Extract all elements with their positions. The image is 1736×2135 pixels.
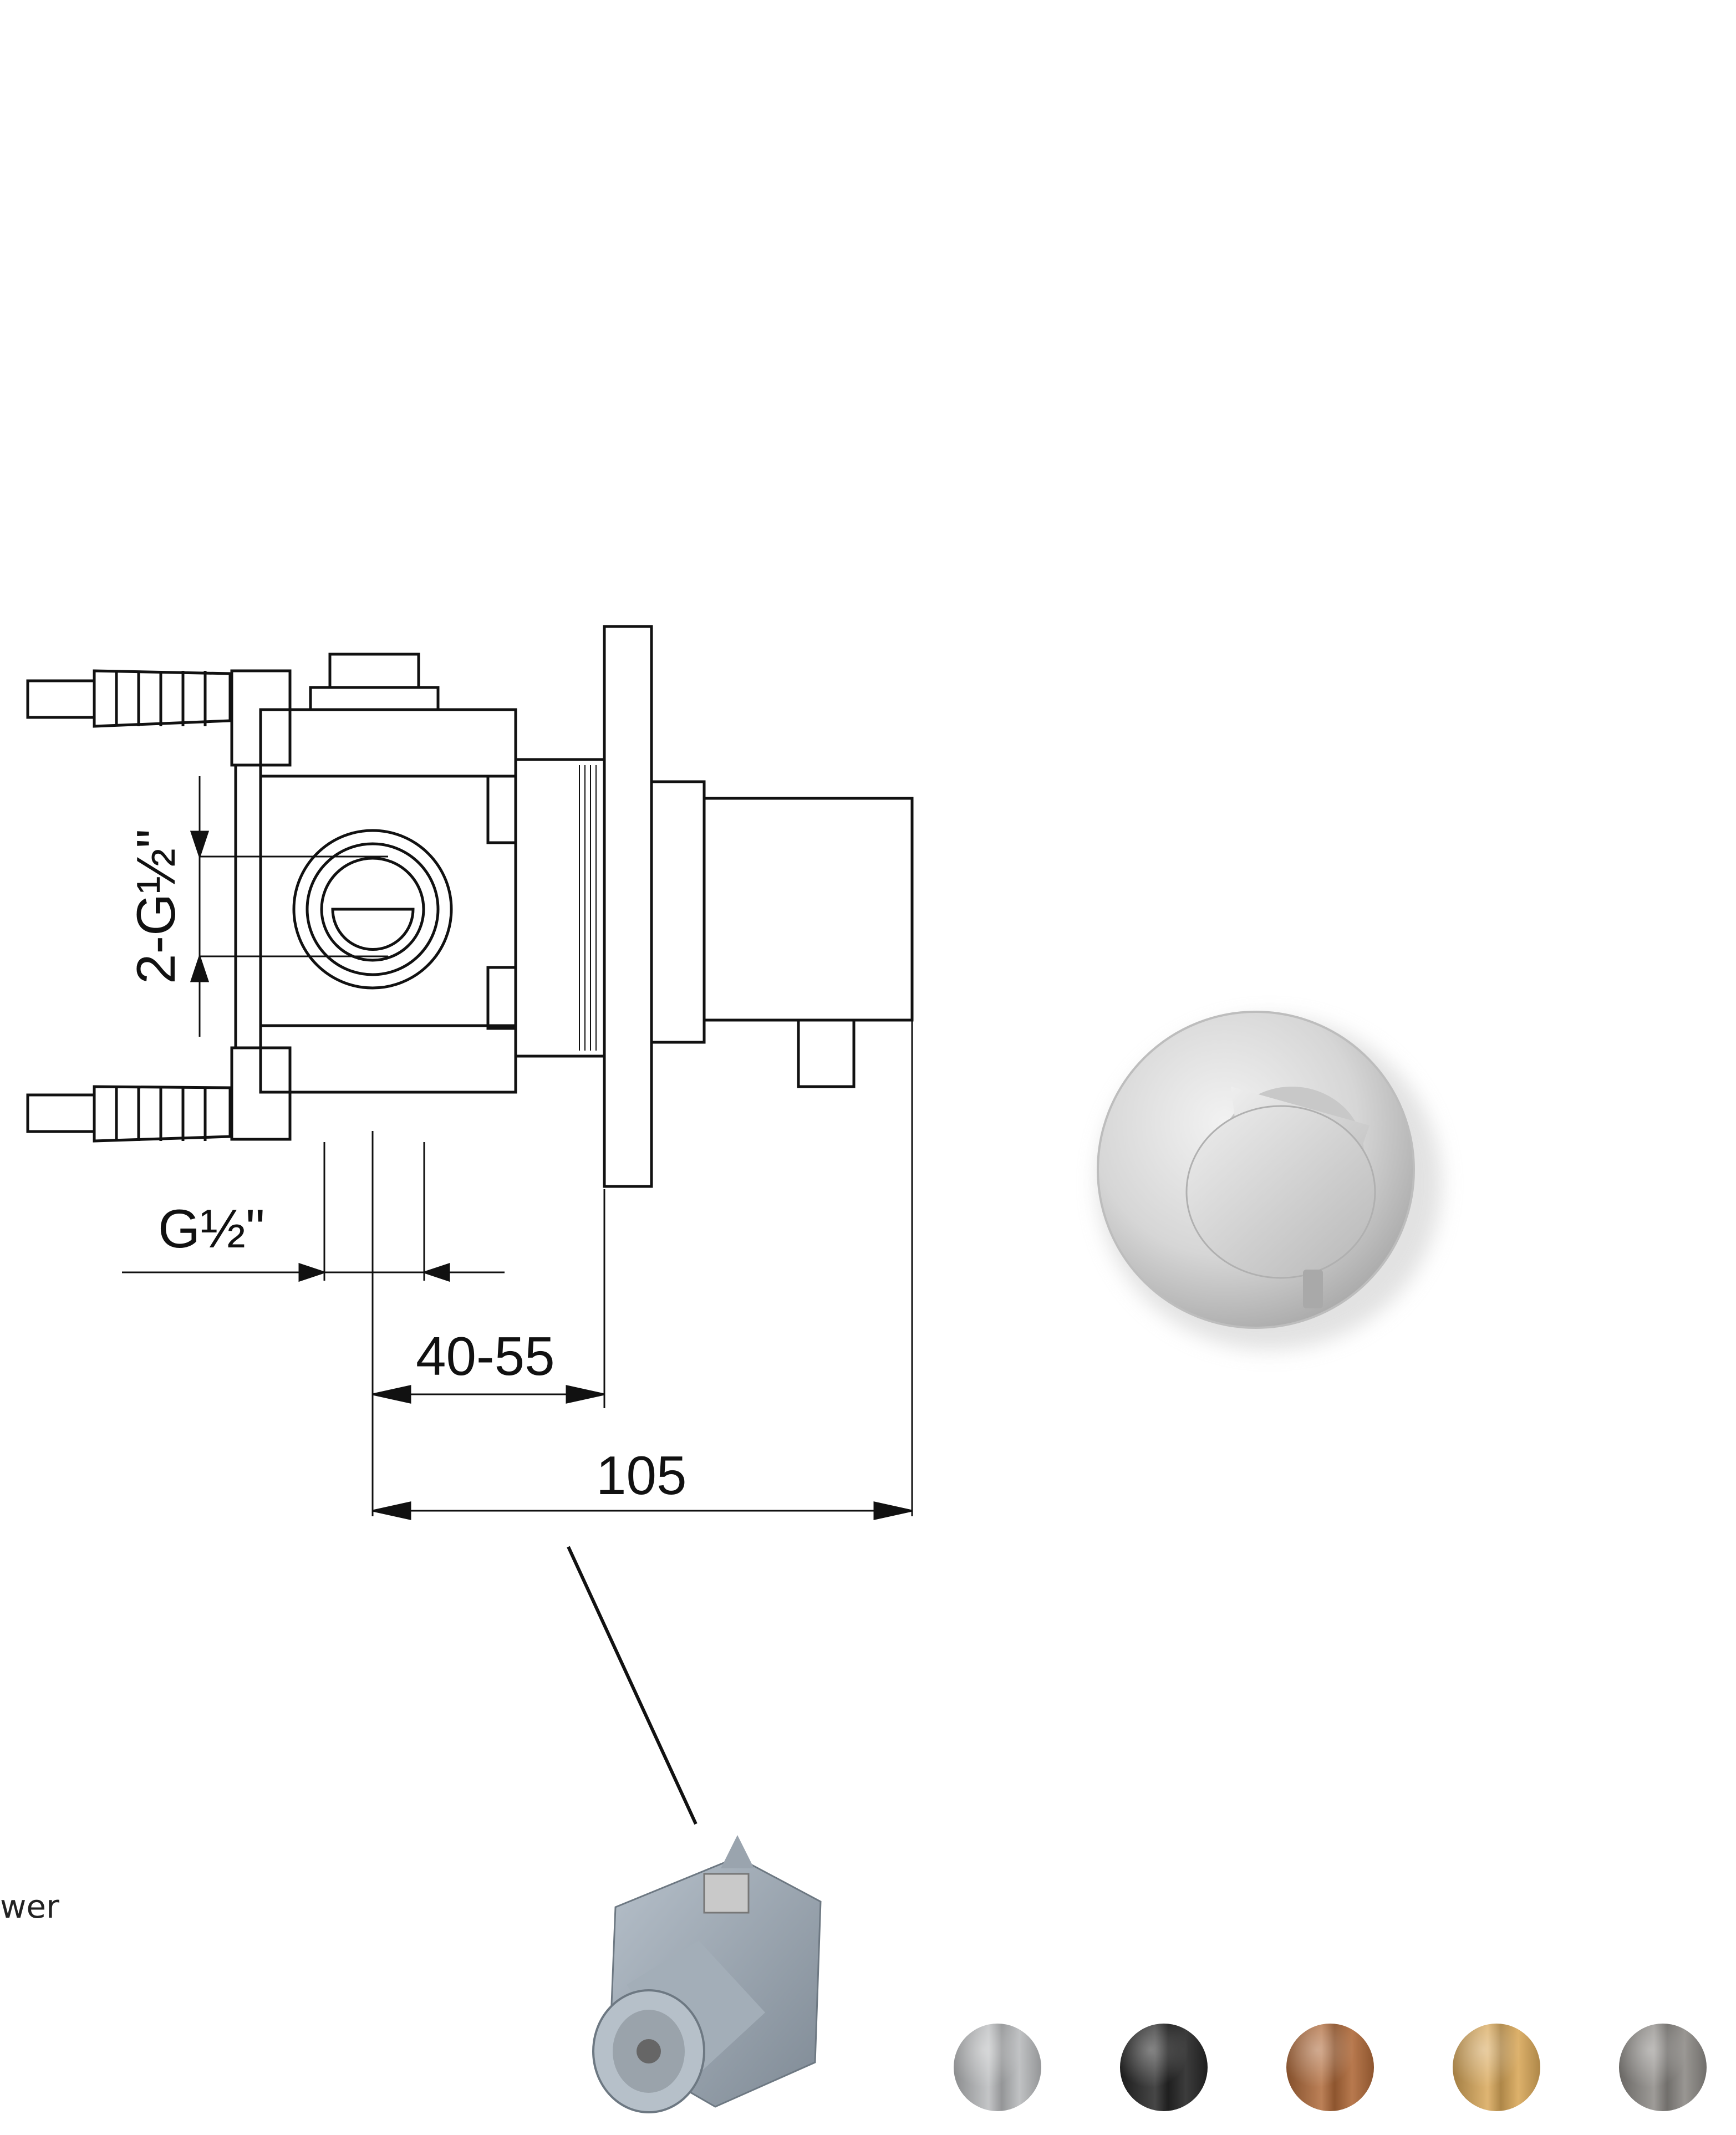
outlet-port [292,829,453,990]
mixer-product-photo [1097,1011,1442,1350]
valve-body [259,708,517,1094]
top-nut [328,653,420,689]
dim-2-g-half: 2-G½" [125,829,186,984]
dim-105: 105 [596,1445,687,1506]
side-caption: wer [0,1888,59,1925]
handle-cap [702,797,914,1022]
finish-swatch[interactable] [1120,2024,1208,2111]
hose-connector-bottom [26,1085,232,1143]
finish-swatches [954,2024,1719,2118]
dim-g-half: G½" [158,1198,265,1259]
cover-plate [603,625,653,1188]
finish-swatch[interactable] [1619,2024,1707,2111]
lever-stub [797,1018,856,1088]
hose-connector-top [26,669,232,728]
dim-40-55: 40-55 [416,1326,555,1387]
handle-body [650,780,706,1044]
finish-swatch[interactable] [954,2024,1041,2111]
leader-line [567,1546,698,1825]
finish-swatch[interactable] [1453,2024,1540,2111]
wall-box-product-photo [592,1835,822,2113]
finish-swatch[interactable] [1286,2024,1374,2111]
